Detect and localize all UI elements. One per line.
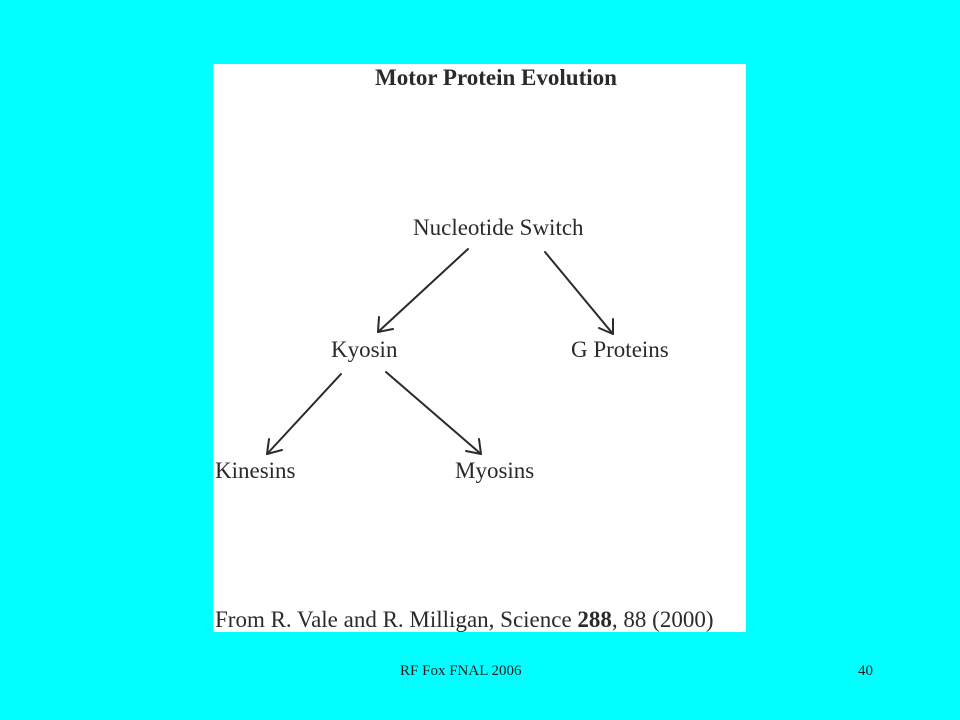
citation-volume: 288: [577, 607, 612, 632]
node-g-proteins: G Proteins: [571, 337, 669, 362]
arrow-kyosin-to-kinesins: [266, 373, 342, 455]
arrow-root-to-kyosin: [377, 248, 469, 333]
node-nucleotide-switch: Nucleotide Switch: [413, 215, 584, 240]
node-myosins: Myosins: [455, 458, 535, 483]
node-kinesins: Kinesins: [215, 458, 296, 483]
tree-arrows: [266, 248, 614, 455]
diagram-title: Motor Protein Evolution: [375, 65, 617, 90]
citation-suffix: , 88 (2000): [611, 607, 714, 632]
slide-number: 40: [858, 663, 873, 679]
arrow-kyosin-to-myosins: [385, 371, 482, 455]
citation: From R. Vale and R. Milligan, Science 28…: [215, 607, 714, 632]
arrow-root-to-gproteins: [544, 251, 614, 335]
footer-author: RF Fox FNAL 2006: [400, 663, 522, 679]
citation-prefix: From R. Vale and R. Milligan, Science: [215, 607, 578, 632]
node-kyosin: Kyosin: [331, 337, 398, 362]
figure-panel: Motor Protein Evolution: [213, 64, 746, 632]
